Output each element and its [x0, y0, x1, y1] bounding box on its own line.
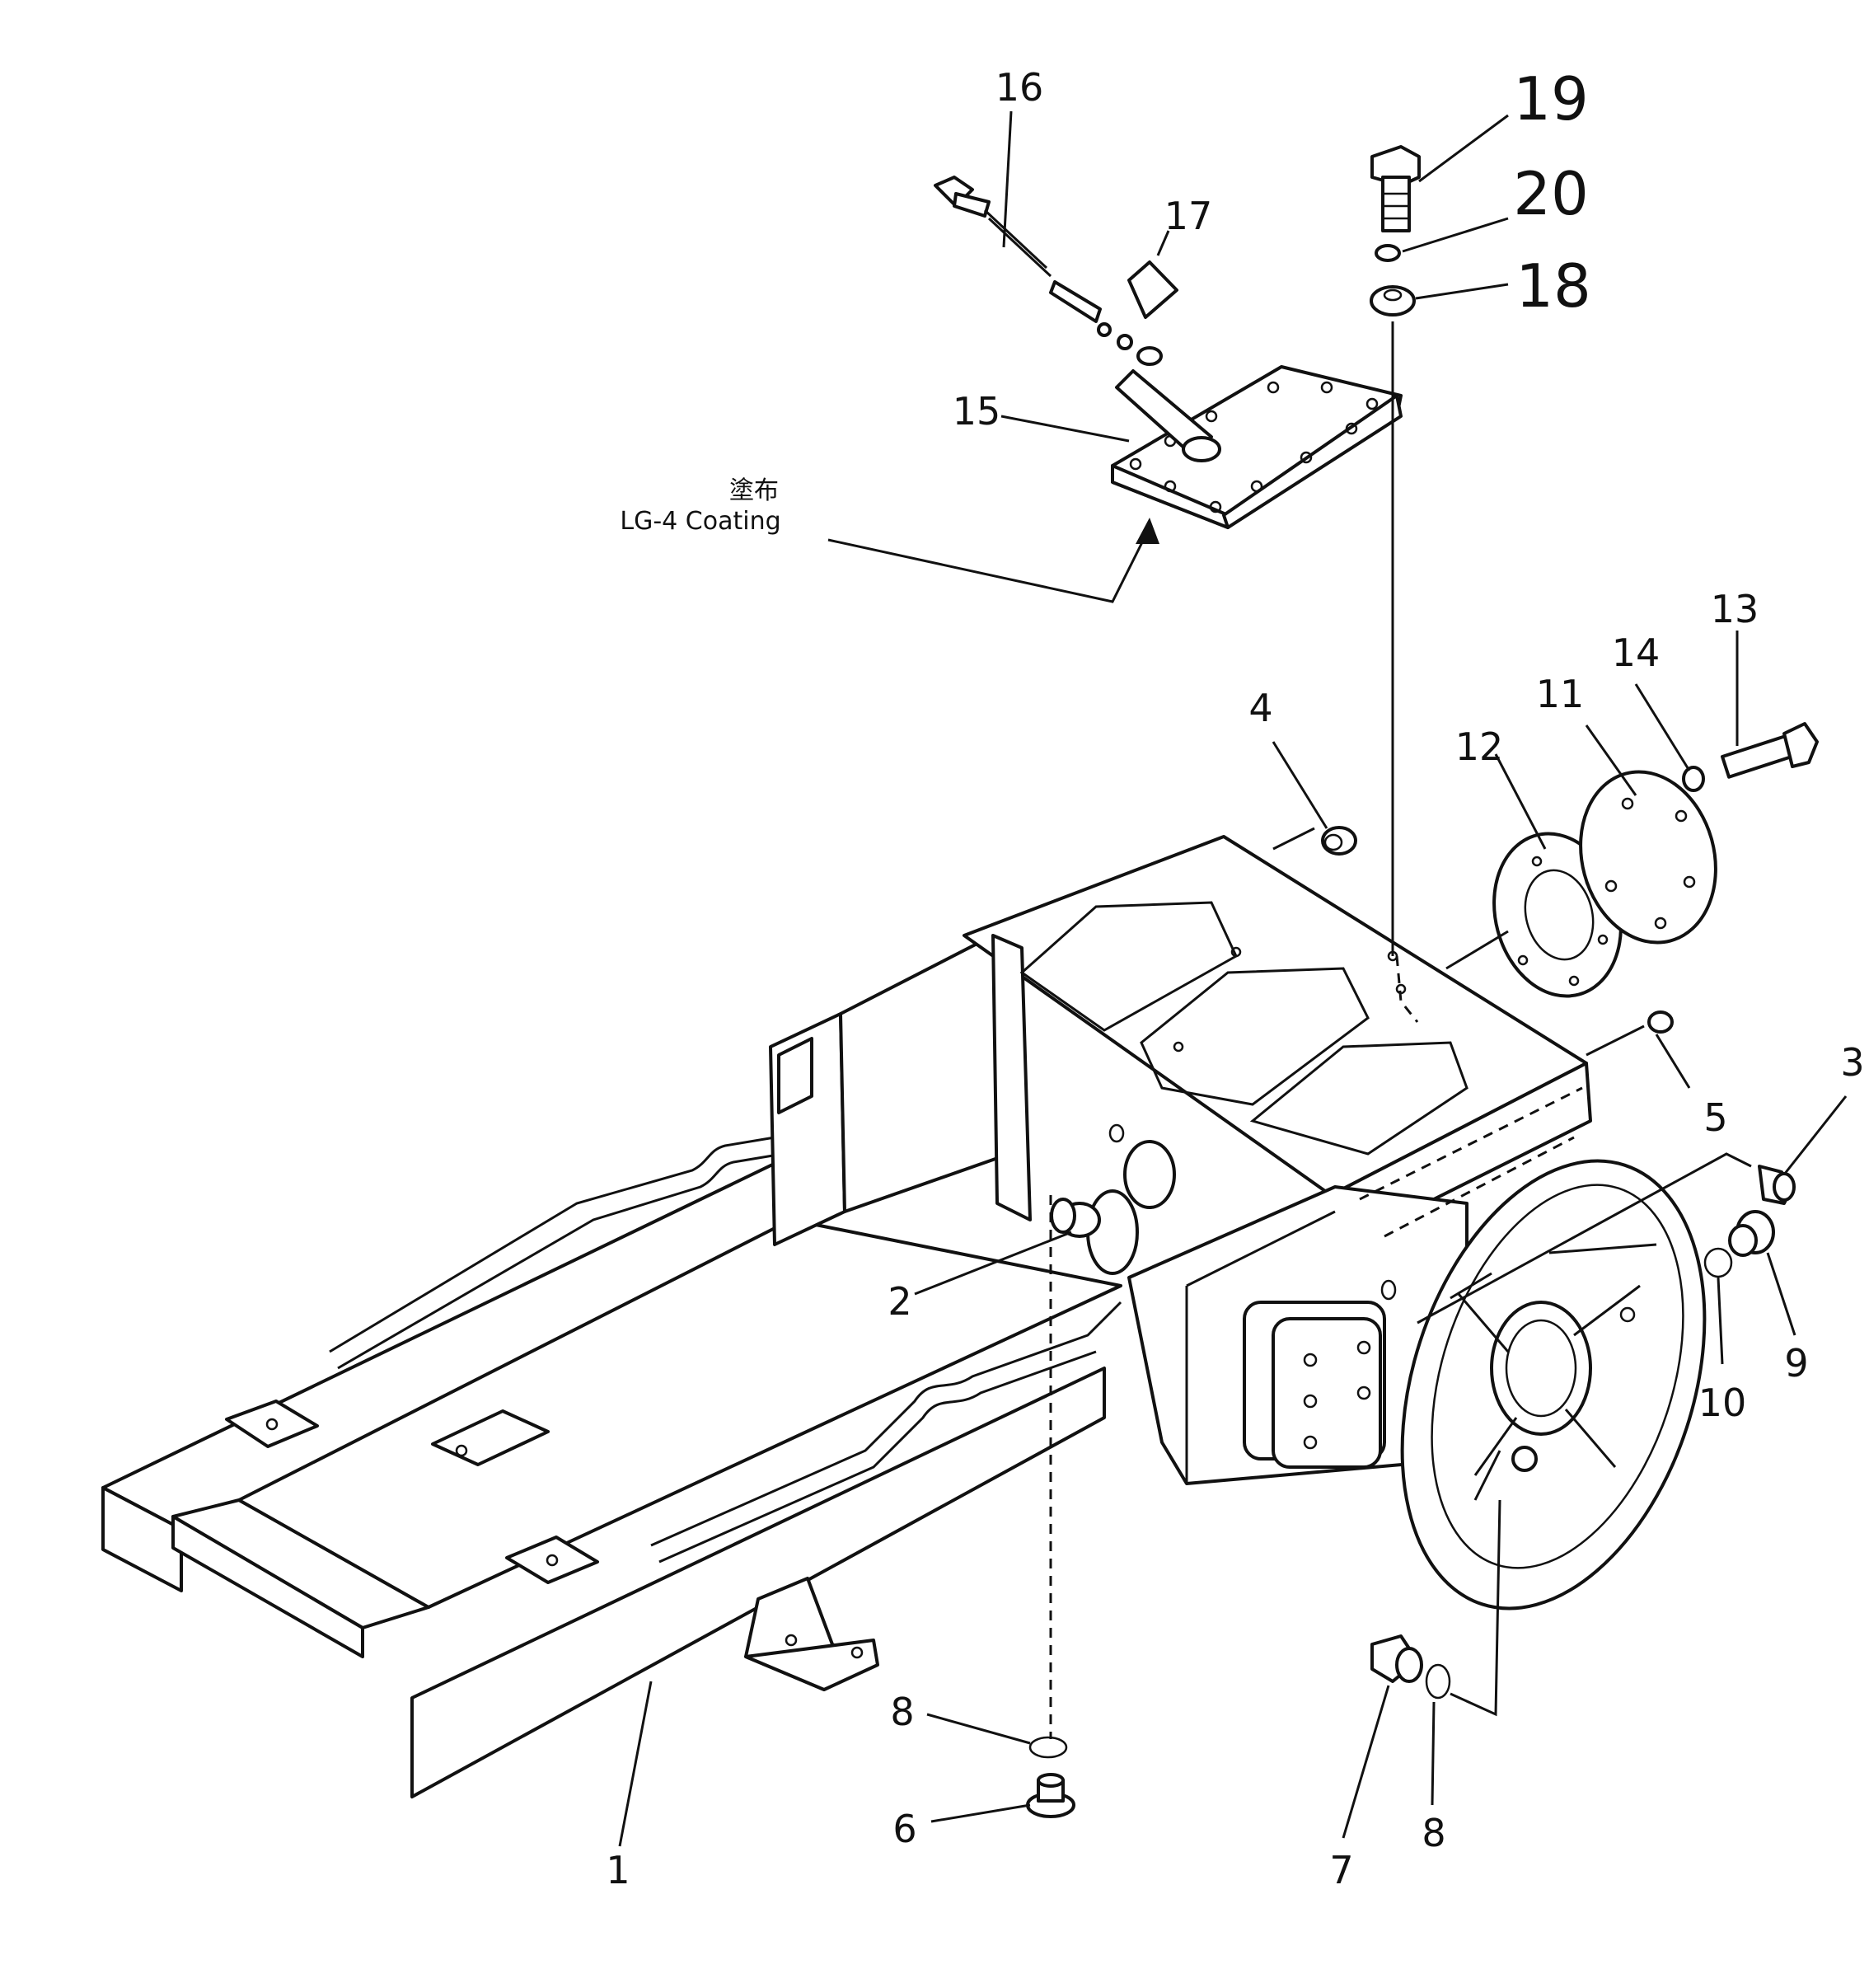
part-11-cover	[1579, 770, 1717, 945]
label-1: 1	[606, 1848, 630, 1892]
part-19-bolt	[1370, 145, 1421, 232]
label-6: 6	[892, 1807, 916, 1851]
label-8-left: 8	[890, 1690, 914, 1734]
part-8-o-ring-left	[1028, 1736, 1068, 1759]
part-20-lock-washer	[1375, 244, 1401, 262]
transmission-case	[963, 835, 1592, 1485]
coating-note-text: LG-4 Coating	[620, 507, 780, 536]
main-frame	[101, 934, 1122, 1798]
part-14-washer	[1682, 766, 1705, 792]
part-2-plug	[1050, 1189, 1139, 1275]
callout-labels: 1 2 3 4 5 6 7 8 8 9 10 11 12 13 14 15 16…	[606, 64, 1864, 1892]
label-14: 14	[1612, 631, 1661, 675]
part-13-bolt	[1721, 722, 1819, 779]
part-6-plug	[1026, 1773, 1075, 1818]
part-10-o-ring	[1703, 1247, 1733, 1278]
label-19: 19	[1513, 64, 1589, 134]
label-8-right: 8	[1422, 1811, 1445, 1855]
coating-note: 塗布 LG-4 Coating	[620, 476, 780, 536]
label-16: 16	[995, 65, 1044, 110]
label-13: 13	[1711, 587, 1759, 631]
leader-lines	[618, 110, 1848, 1847]
coating-note-cjk: 塗布	[729, 476, 779, 505]
part-17-tube	[1097, 260, 1178, 366]
label-18: 18	[1515, 251, 1591, 321]
label-7: 7	[1329, 1848, 1353, 1892]
label-20: 20	[1513, 159, 1589, 228]
label-10: 10	[1698, 1381, 1747, 1425]
part-5-plug	[1647, 1010, 1674, 1034]
assembly-lines	[1049, 321, 1752, 1739]
label-4: 4	[1248, 686, 1272, 730]
part-9-plug	[1728, 1210, 1775, 1257]
label-9: 9	[1784, 1341, 1808, 1386]
part-8-o-ring-right	[1425, 1663, 1451, 1700]
part-4-plug	[1321, 826, 1357, 856]
final-drive-housing	[1400, 1159, 1707, 1611]
label-17: 17	[1164, 194, 1213, 238]
label-15: 15	[953, 389, 1001, 434]
part-16-dipstick	[934, 176, 1102, 323]
label-11: 11	[1536, 672, 1585, 716]
part-18-washer	[1370, 285, 1416, 316]
label-5: 5	[1703, 1095, 1727, 1140]
label-2: 2	[888, 1279, 911, 1324]
part-7-plug	[1370, 1634, 1423, 1683]
part-15-cover-plate	[1111, 365, 1403, 529]
label-12: 12	[1455, 724, 1504, 769]
label-3: 3	[1840, 1040, 1864, 1085]
part-3-plug	[1758, 1165, 1796, 1205]
